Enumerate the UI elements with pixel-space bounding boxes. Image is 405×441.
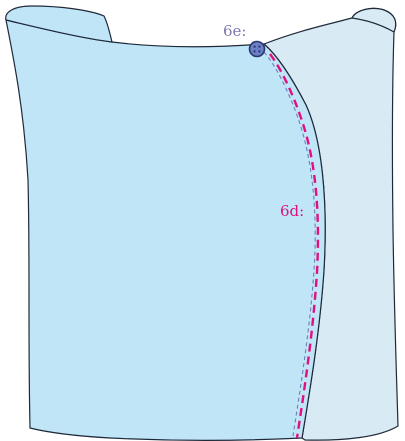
front-panel-top-fold [5,5,113,43]
sewing-button-icon [248,40,266,58]
step-label-6e: 6e: [223,22,246,40]
step-label-6d: 6d: [280,202,304,220]
seam-guide-dashed-blue [263,51,316,437]
back-panel-top-fold [351,7,397,33]
stitch-line-magenta [269,53,320,439]
front-panel [5,19,326,441]
